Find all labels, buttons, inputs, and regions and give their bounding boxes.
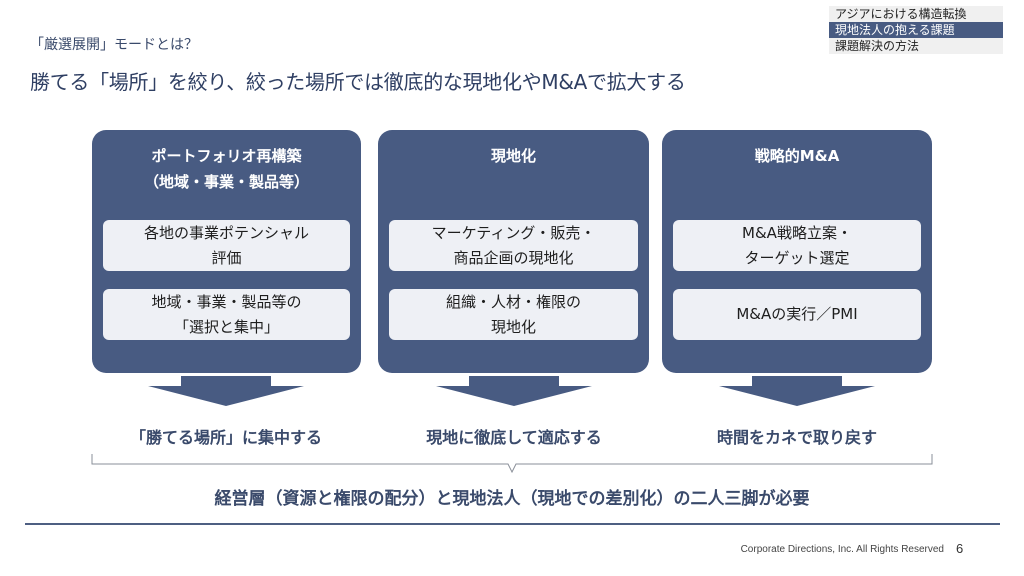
grouping-brace	[91, 454, 933, 474]
nav-item-solutions[interactable]: 課題解決の方法	[829, 38, 1003, 54]
panel-portfolio-title-sub: （地域・事業・製品等）	[143, 173, 309, 191]
panel-mna-item-1: M&A戦略立案・ ターゲット選定	[673, 220, 921, 271]
panel-portfolio-item-1: 各地の事業ポテンシャル 評価	[103, 220, 350, 271]
copyright-text: Corporate Directions, Inc. All Rights Re…	[740, 544, 944, 555]
panel-mna-result: 時間をカネで取り戻す	[716, 428, 877, 447]
panel-localization-item-1: マーケティング・販売・ 商品企画の現地化	[389, 220, 638, 271]
panel-mna-title: 戦略的M&A	[754, 147, 840, 165]
panel-mna: 戦略的M&A M&A戦略立案・ ターゲット選定 M&Aの実行／PMI	[662, 130, 932, 373]
page-number: 6	[956, 541, 964, 556]
panel-portfolio-title: ポートフォリオ再構築	[151, 147, 302, 165]
down-arrow-icon	[148, 376, 304, 406]
footer-divider	[25, 523, 1000, 525]
down-arrow-icon	[436, 376, 592, 406]
panel-localization-item-2: 組織・人材・権限の 現地化	[389, 289, 638, 340]
section-nav: アジアにおける構造転換 現地法人の抱える課題 課題解決の方法	[829, 6, 1003, 54]
slide-subtitle: 「厳選展開」モードとは？	[30, 37, 198, 53]
conclusion-text: 経営層（資源と権限の配分）と現地法人（現地での差別化）の二人三脚が必要	[214, 489, 810, 509]
down-arrow-icon	[719, 376, 875, 406]
panel-mna-item-2: M&Aの実行／PMI	[673, 289, 921, 340]
panel-portfolio-result: 「勝てる場所」に集中する	[129, 428, 322, 447]
slide-title: 勝てる「場所」を絞り、絞った場所では徹底的な現地化やM&Aで拡大する	[30, 70, 686, 94]
nav-item-subsidiary-issues[interactable]: 現地法人の抱える課題	[829, 22, 1003, 38]
nav-item-structural-change[interactable]: アジアにおける構造転換	[829, 6, 1003, 22]
panel-portfolio-item-2: 地域・事業・製品等の 「選択と集中」	[103, 289, 350, 340]
panel-localization-title: 現地化	[490, 147, 536, 165]
panel-localization: 現地化 マーケティング・販売・ 商品企画の現地化 組織・人材・権限の 現地化	[378, 130, 649, 373]
panel-localization-result: 現地に徹底して適応する	[426, 428, 602, 447]
panel-portfolio: ポートフォリオ再構築 （地域・事業・製品等） 各地の事業ポテンシャル 評価 地域…	[92, 130, 361, 373]
